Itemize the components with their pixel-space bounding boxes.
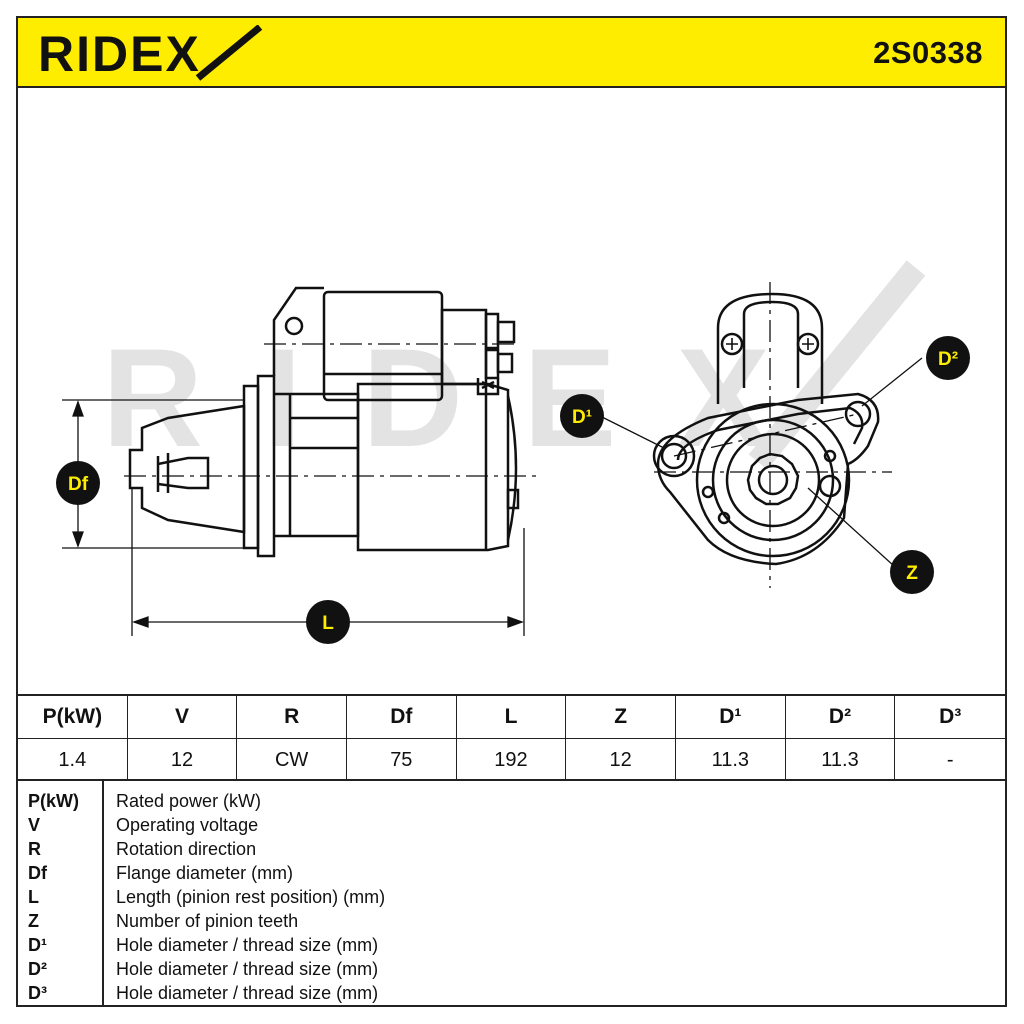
spec-header-power: P(kW) bbox=[18, 696, 128, 739]
legend-desc: Rotation direction bbox=[116, 839, 257, 859]
legend-row: P(kW) Rated power (kW) bbox=[18, 791, 1005, 815]
watermark-text: RIDEX bbox=[102, 319, 830, 476]
spec-value-teeth: 12 bbox=[566, 739, 676, 781]
df-badge: Df bbox=[56, 461, 100, 505]
legend-row: D² Hole diameter / thread size (mm) bbox=[18, 959, 1005, 983]
svg-text:D²: D² bbox=[938, 349, 958, 370]
d2-badge: D² bbox=[926, 336, 970, 380]
watermark-slash bbox=[748, 260, 926, 470]
spec-header-voltage: V bbox=[127, 696, 238, 739]
side-view bbox=[128, 286, 520, 558]
logo-wordmark: RIDEX bbox=[38, 26, 201, 81]
legend-desc: Number of pinion teeth bbox=[116, 911, 299, 931]
legend-row: Z Number of pinion teeth bbox=[18, 911, 1005, 935]
legend-key: D² bbox=[28, 959, 47, 979]
spec-header-d1: D¹ bbox=[675, 696, 786, 739]
spec-value-length: 192 bbox=[457, 739, 567, 781]
legend-key: Df bbox=[28, 863, 47, 883]
legend-divider bbox=[102, 781, 104, 1005]
part-number: 2S0338 bbox=[873, 35, 983, 70]
legend-row: L Length (pinion rest position) (mm) bbox=[18, 887, 1005, 911]
legend-desc: Hole diameter / thread size (mm) bbox=[116, 935, 379, 955]
front-centerlines bbox=[654, 282, 892, 588]
spec-header-rotation: R bbox=[237, 696, 347, 739]
legend-row: Df Flange diameter (mm) bbox=[18, 863, 1005, 887]
front-view bbox=[652, 292, 880, 566]
spec-value-power: 1.4 bbox=[18, 739, 128, 781]
spec-header-teeth: Z bbox=[566, 696, 676, 739]
spec-value-d3: - bbox=[946, 748, 954, 771]
legend-desc: Hole diameter / thread size (mm) bbox=[116, 983, 379, 1003]
spec-value-df: 75 bbox=[347, 739, 457, 781]
legend-desc: Length (pinion rest position) (mm) bbox=[116, 887, 386, 907]
legend-key: P(kW) bbox=[28, 791, 79, 811]
svg-text:L: L bbox=[322, 613, 334, 634]
spec-value-voltage: 12 bbox=[128, 739, 238, 781]
technical-drawing: RIDEX bbox=[56, 260, 970, 644]
logo-slash bbox=[195, 25, 263, 81]
svg-text:D¹: D¹ bbox=[572, 407, 592, 428]
spec-header-length: L bbox=[456, 696, 567, 739]
leader-lines bbox=[595, 357, 923, 567]
legend-key: V bbox=[28, 815, 41, 835]
spec-value-d2: 11.3 bbox=[786, 739, 896, 781]
legend-row: V Operating voltage bbox=[18, 815, 1005, 839]
legend-desc: Flange diameter (mm) bbox=[116, 863, 294, 883]
ridex-logo: RIDEX bbox=[38, 25, 263, 81]
svg-text:Df: Df bbox=[68, 474, 89, 495]
product-sheet: RIDEX 2S0338 RIDEX bbox=[16, 16, 1007, 1007]
spec-value-rotation: CW bbox=[237, 739, 347, 781]
legend-key: D³ bbox=[28, 983, 47, 1003]
svg-text:Z: Z bbox=[906, 563, 918, 584]
legend-row: D³ Hole diameter / thread size (mm) bbox=[18, 983, 1005, 1007]
legend-desc: Operating voltage bbox=[116, 815, 259, 835]
spec-header-df: Df bbox=[346, 696, 457, 739]
legend-desc: Hole diameter / thread size (mm) bbox=[116, 959, 379, 979]
legend-key: Z bbox=[28, 911, 39, 931]
legend-row: D¹ Hole diameter / thread size (mm) bbox=[18, 935, 1005, 959]
legend-desc: Rated power (kW) bbox=[116, 791, 262, 811]
spec-header-d3: D³ bbox=[895, 696, 1005, 739]
l-badge: L bbox=[306, 600, 350, 644]
legend-key: D¹ bbox=[28, 935, 47, 955]
d1-badge: D¹ bbox=[560, 394, 604, 438]
spec-header-d2: D² bbox=[785, 696, 896, 739]
z-badge: Z bbox=[890, 550, 934, 594]
legend-key: R bbox=[28, 839, 41, 859]
legend: P(kW) Rated power (kW) V Operating volta… bbox=[18, 781, 1005, 1005]
spec-table: P(kW) V R Df L Z D¹ D² D³ 1.4 12 CW 75 1… bbox=[18, 694, 1005, 781]
side-centerlines bbox=[124, 343, 538, 477]
spec-value-d1: 11.3 bbox=[676, 739, 786, 781]
legend-row: R Rotation direction bbox=[18, 839, 1005, 863]
header-bar: RIDEX 2S0338 bbox=[18, 18, 1005, 88]
legend-key: L bbox=[28, 887, 39, 907]
